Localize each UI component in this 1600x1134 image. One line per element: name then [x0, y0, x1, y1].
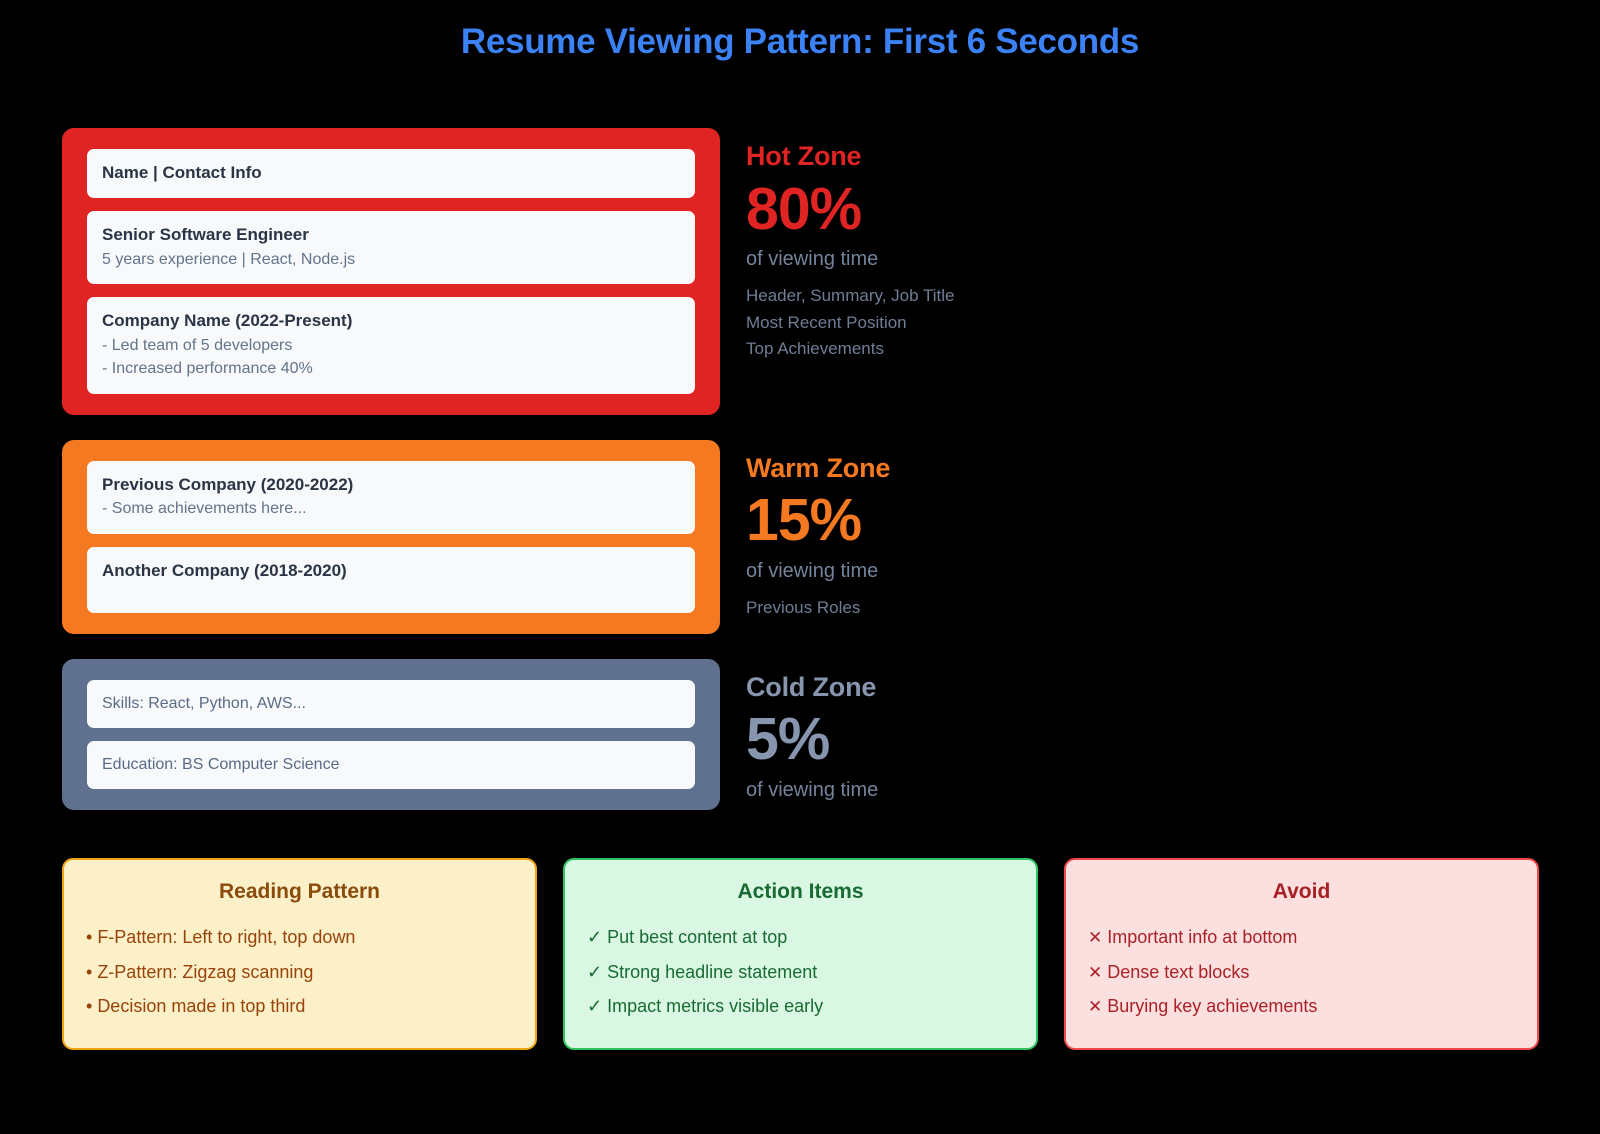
card-list-item: •F-Pattern: Left to right, top down [86, 920, 513, 955]
zone-name: Warm Zone [746, 452, 891, 483]
card-list-item: ✕Important info at bottom [1088, 920, 1515, 955]
zone-row-cold: Skills: React, Python, AWS... Education:… [62, 658, 1542, 811]
card-title: Reading Pattern [218, 880, 381, 903]
resume-box: Name | Contact Info [87, 149, 695, 199]
zone-name: Cold Zone [746, 671, 877, 702]
zone-details: Header, Summary, Job Title Most Recent P… [746, 283, 955, 362]
zone-details: Previous Roles [746, 595, 890, 621]
summary-cards: Reading Pattern •F-Pattern: Left to righ… [62, 858, 1539, 1050]
card-reading-pattern: Reading Pattern •F-Pattern: Left to righ… [62, 858, 537, 1050]
zone-detail-item: Most Recent Position [746, 312, 907, 332]
card-list-item: ✓Strong headline statement [587, 955, 1014, 990]
resume-box-line: - Some achievements here... [102, 500, 307, 518]
card-list-item: ✕Burying key achievements [1088, 989, 1515, 1024]
card-list-item: •Z-Pattern: Zigzag scanning [86, 955, 513, 990]
zone-caption-warm: Warm Zone 15% of viewing time Previous R… [746, 440, 890, 622]
resume-box: Education: BS Computer Science [87, 740, 695, 790]
zone-caption-hot: Hot Zone 80% of viewing time Header, Sum… [746, 128, 955, 362]
card-item-text: Strong headline statement [607, 961, 818, 982]
zone-block-warm: Previous Company (2020-2022) - Some achi… [62, 439, 720, 634]
zone-percent: 5% [746, 706, 830, 773]
resume-box-title: Previous Company (2020-2022) [102, 474, 354, 494]
resume-box: Skills: React, Python, AWS... [87, 679, 695, 728]
zone-unit-label: of viewing time [746, 248, 879, 271]
card-title: Action Items [737, 880, 864, 903]
card-item-text: Important info at bottom [1107, 927, 1298, 947]
resume-box-title: Skills: React, Python, AWS... [102, 694, 306, 712]
card-list-item: •Decision made in top third [86, 989, 513, 1024]
cross-icon: ✕ [1088, 962, 1103, 982]
page-title: Resume Viewing Pattern: First 6 Seconds [460, 22, 1140, 61]
zone-row-hot: Name | Contact Info Senior Software Engi… [62, 128, 1542, 415]
zone-name: Hot Zone [746, 141, 862, 171]
zone-percent: 80% [746, 175, 862, 242]
card-item-text: Impact metrics visible early [607, 996, 824, 1017]
bullet-icon: • [86, 961, 93, 982]
card-list-item: ✓Impact metrics visible early [587, 989, 1014, 1024]
resume-box-title: Education: BS Computer Science [102, 755, 340, 773]
zone-unit-label: of viewing time [746, 778, 879, 801]
check-icon: ✓ [587, 927, 603, 947]
resume-box-title: Another Company (2018-2020) [102, 560, 347, 580]
card-item-text: Z-Pattern: Zigzag scanning [97, 961, 314, 982]
card-list-item: ✕Dense text blocks [1088, 955, 1515, 990]
resume-box: Company Name (2022-Present) - Led team o… [87, 297, 695, 394]
cross-icon: ✕ [1088, 928, 1103, 947]
card-title: Avoid [1272, 880, 1331, 903]
zone-detail-item: Header, Summary, Job Title [746, 286, 955, 306]
resume-box-title: Name | Contact Info [102, 163, 262, 182]
check-icon: ✓ [587, 961, 603, 982]
check-icon: ✓ [587, 996, 603, 1017]
card-list-item: ✓Put best content at top [587, 920, 1014, 955]
resume-box-line: - Led team of 5 developers [102, 336, 293, 354]
card-item-text: Dense text blocks [1107, 961, 1250, 982]
resume-box: Senior Software Engineer 5 years experie… [87, 211, 695, 285]
zone-detail-item: Top Achievements [746, 338, 884, 358]
zones-container: Name | Contact Info Senior Software Engi… [62, 128, 1542, 811]
resume-box-line: 5 years experience | React, Node.js [102, 250, 356, 268]
bullet-icon: • [86, 927, 93, 947]
zone-caption-cold: Cold Zone 5% of viewing time [746, 659, 878, 802]
card-item-text: Decision made in top third [97, 996, 306, 1017]
resume-box: Previous Company (2020-2022) - Some achi… [87, 460, 695, 534]
zone-percent: 15% [746, 487, 862, 554]
cross-icon: ✕ [1088, 997, 1103, 1017]
zone-row-warm: Previous Company (2020-2022) - Some achi… [62, 439, 1542, 634]
zone-unit-label: of viewing time [746, 560, 879, 583]
card-item-text: Burying key achievements [1107, 996, 1318, 1017]
card-item-text: F-Pattern: Left to right, top down [97, 927, 356, 947]
resume-box-title: Senior Software Engineer [102, 225, 309, 245]
card-item-text: Put best content at top [607, 927, 788, 947]
resume-box-title: Company Name (2022-Present) [102, 311, 353, 331]
bullet-icon: • [86, 996, 93, 1017]
zone-block-hot: Name | Contact Info Senior Software Engi… [62, 128, 720, 415]
card-action-items: Action Items ✓Put best content at top ✓S… [563, 858, 1038, 1050]
zone-block-cold: Skills: React, Python, AWS... Education:… [62, 658, 720, 811]
resume-box: Another Company (2018-2020) [87, 546, 695, 613]
card-avoid: Avoid ✕Important info at bottom ✕Dense t… [1064, 858, 1539, 1050]
zone-detail-item: Previous Roles [746, 598, 861, 618]
resume-box-line: - Increased performance 40% [102, 360, 313, 378]
